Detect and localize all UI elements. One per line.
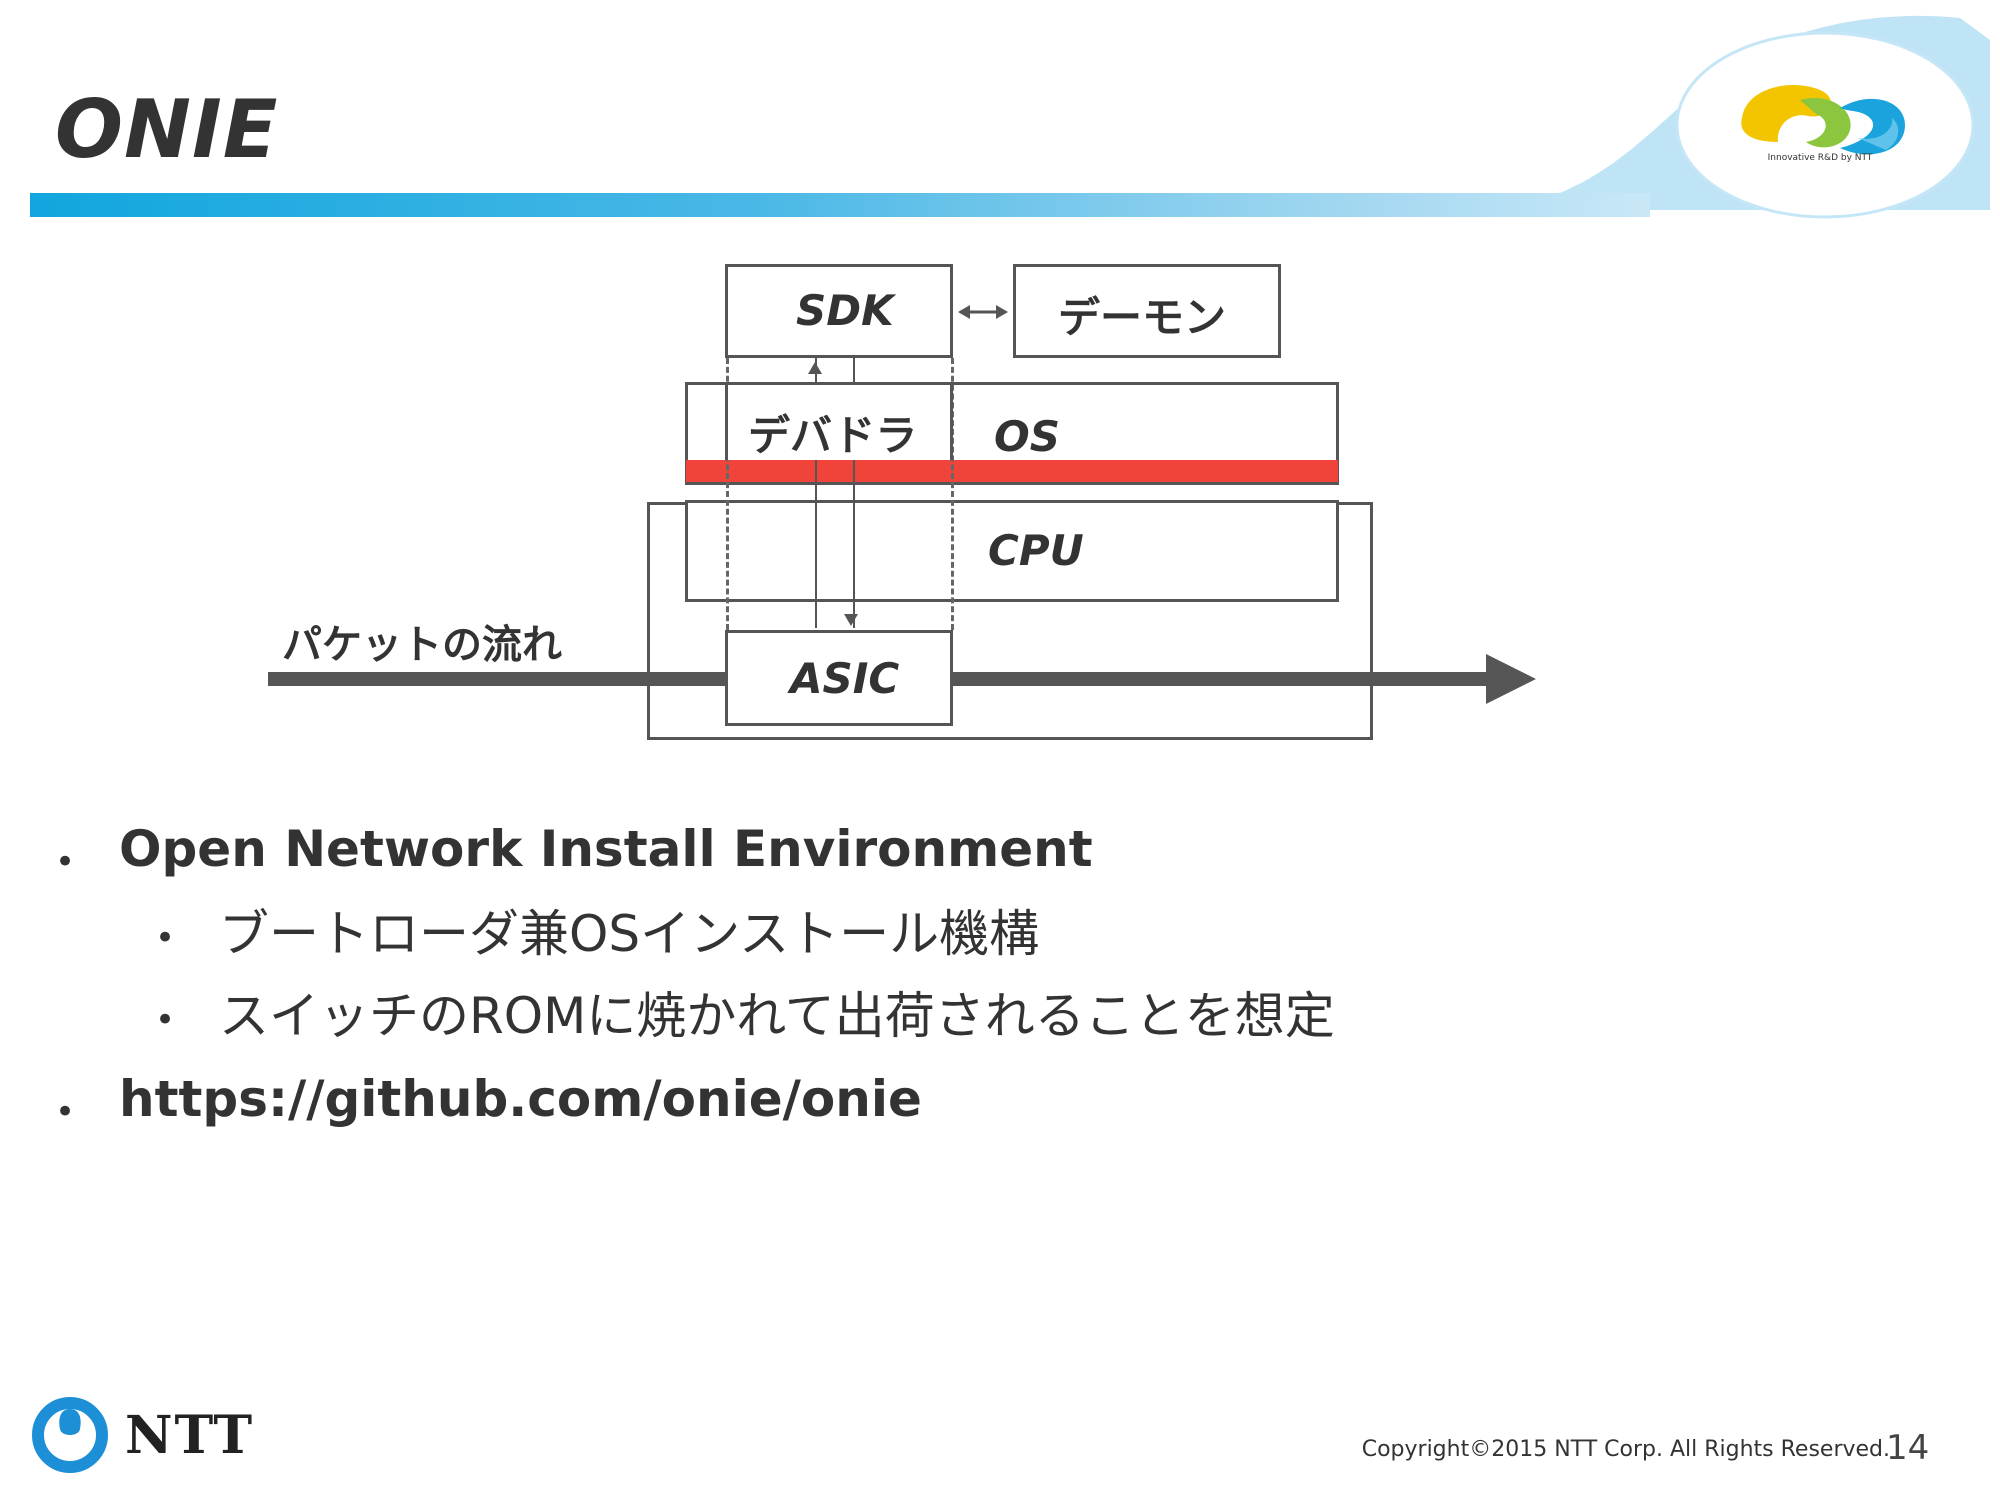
sdk-label: SDK (796, 286, 894, 335)
sub-bullet-dot: • (155, 918, 176, 958)
daemon-box (1013, 264, 1281, 358)
dashed-guide-left (726, 358, 729, 630)
driver-label: デバドラ (748, 411, 918, 460)
driver-connector (815, 358, 855, 628)
sdk-box (725, 264, 953, 358)
cpu-box (685, 500, 1339, 602)
asic-label: ASIC (790, 654, 900, 703)
diagram-arrows (268, 305, 1536, 704)
sub-bullet-dot: • (155, 1000, 176, 1040)
bullet-2-link[interactable]: https://github.com/onie/onie (119, 1070, 922, 1128)
ntt-brand: NTT (125, 1405, 255, 1466)
bullet-1: Open Network Install Environment (119, 820, 1093, 878)
logo-tagline: Innovative R&D by NTT (1768, 153, 1873, 163)
bullet-dot: • (55, 842, 76, 882)
bullet-dot: • (55, 1092, 76, 1132)
copyright: Copyright©2015 NTT Corp. All Rights Rese… (1361, 1437, 1890, 1462)
cpu-label: CPU (988, 526, 1084, 575)
onie-architecture-diagram: SDK デーモン デバドラ OS CPU ASIC パケットの流れ (268, 264, 1536, 740)
rd-logo-icon: Innovative R&D by NTT (1741, 85, 1905, 163)
page-number: 14 (1886, 1428, 1930, 1468)
slide-title: ONIE (55, 83, 279, 176)
ntt-rd-logo: Innovative R&D by NTT (1680, 30, 1980, 230)
sub-bullet-2: スイッチのROMに焼かれて出荷されることを想定 (219, 987, 1335, 1045)
ntt-logo-icon (32, 1397, 108, 1473)
packet-arrow-head (1486, 654, 1536, 704)
asic-box (725, 630, 953, 726)
title-underline-bar (30, 193, 1650, 217)
packet-flow-label: パケットの流れ (282, 622, 562, 668)
sub-bullet-1: ブートローダ兼OSインストール機構 (219, 905, 1040, 963)
os-label: OS (994, 412, 1060, 461)
os-highlight-bar (686, 460, 1338, 482)
daemon-label: デーモン (1058, 293, 1227, 342)
dashed-guide-right (951, 358, 954, 630)
driver-box (725, 382, 953, 460)
